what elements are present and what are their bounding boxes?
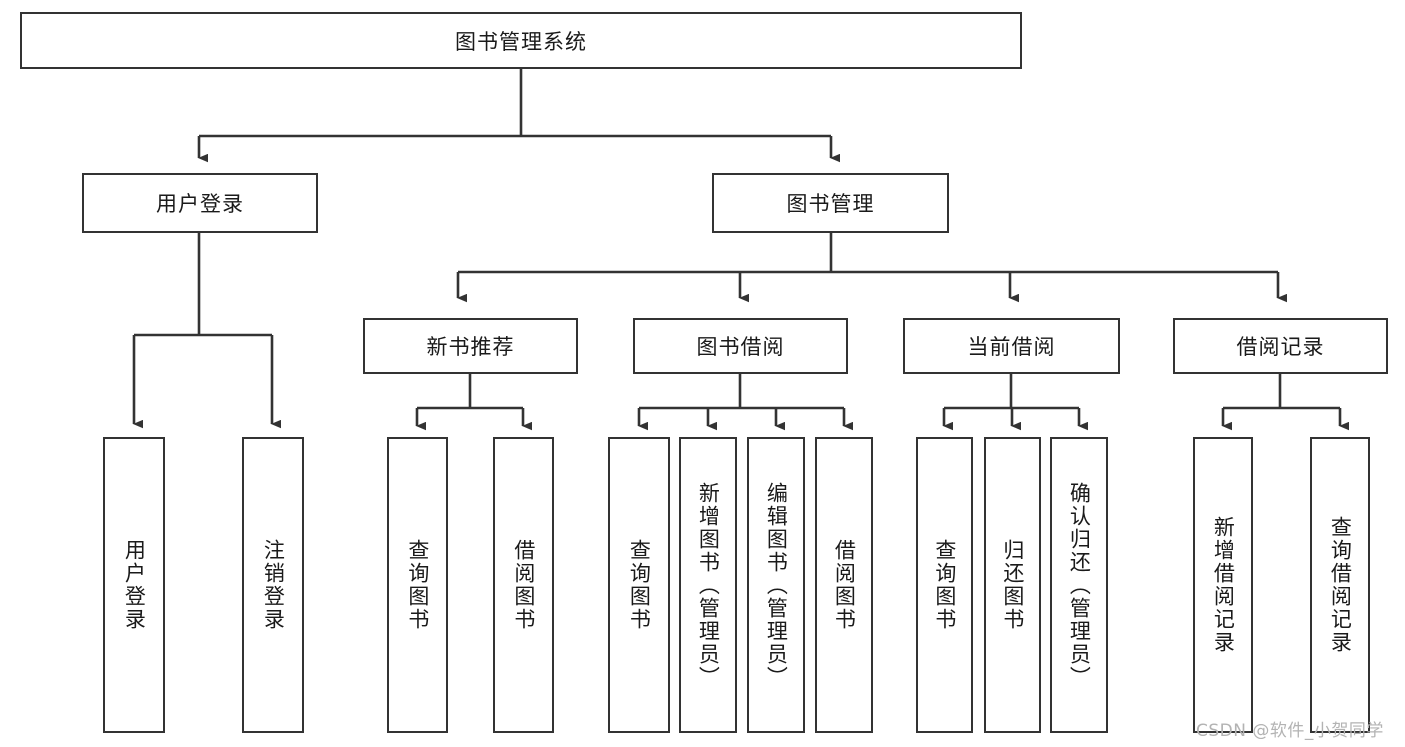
node-leaf-query-book-current[interactable]: 查询图书	[916, 437, 973, 733]
node-leaf-query-borrow-record-label: 查询借阅记录	[1328, 516, 1353, 654]
node-book-management[interactable]: 图书管理	[712, 173, 949, 233]
node-leaf-query-book-current-label: 查询图书	[932, 539, 957, 631]
node-current-borrow-label: 当前借阅	[967, 335, 1056, 359]
node-book-borrow[interactable]: 图书借阅	[633, 318, 848, 374]
node-leaf-borrow-book-label: 借阅图书	[832, 539, 857, 631]
node-leaf-add-book-admin-label: 新增图书（管理员）	[696, 481, 721, 689]
node-book-borrow-label: 图书借阅	[696, 335, 785, 359]
node-user-login-label: 用户登录	[156, 192, 244, 216]
node-leaf-query-borrow-record[interactable]: 查询借阅记录	[1310, 437, 1370, 733]
node-leaf-edit-book-admin[interactable]: 编辑图书（管理员）	[747, 437, 805, 733]
node-leaf-user-login-label: 用户登录	[122, 539, 147, 631]
node-book-management-label: 图书管理	[786, 192, 875, 216]
node-leaf-query-book[interactable]: 查询图书	[608, 437, 670, 733]
node-borrow-record[interactable]: 借阅记录	[1173, 318, 1388, 374]
node-leaf-add-borrow-record[interactable]: 新增借阅记录	[1193, 437, 1253, 733]
node-new-book-recommend-label: 新书推荐	[426, 335, 515, 359]
node-leaf-user-login[interactable]: 用户登录	[103, 437, 165, 733]
node-leaf-borrow-book-recommend-label: 借阅图书	[511, 539, 536, 631]
node-leaf-confirm-return-admin-label: 确认归还（管理员）	[1067, 481, 1092, 689]
node-current-borrow[interactable]: 当前借阅	[903, 318, 1120, 374]
node-root[interactable]: 图书管理系统	[20, 12, 1022, 69]
node-leaf-logout-label: 注销登录	[261, 539, 286, 631]
node-leaf-borrow-book-recommend[interactable]: 借阅图书	[493, 437, 554, 733]
node-borrow-record-label: 借阅记录	[1236, 335, 1325, 359]
node-root-label: 图书管理系统	[455, 29, 587, 54]
csdn-watermark: CSDN @软件_小贺同学	[1196, 721, 1384, 741]
node-leaf-return-book-label: 归还图书	[1000, 539, 1025, 631]
node-leaf-query-book-label: 查询图书	[627, 539, 652, 631]
node-leaf-query-book-recommend-label: 查询图书	[405, 539, 430, 631]
node-leaf-borrow-book[interactable]: 借阅图书	[815, 437, 873, 733]
node-leaf-logout[interactable]: 注销登录	[242, 437, 304, 733]
node-leaf-return-book[interactable]: 归还图书	[984, 437, 1041, 733]
node-leaf-add-book-admin[interactable]: 新增图书（管理员）	[679, 437, 737, 733]
node-leaf-query-book-recommend[interactable]: 查询图书	[387, 437, 448, 733]
node-leaf-confirm-return-admin[interactable]: 确认归还（管理员）	[1050, 437, 1108, 733]
node-leaf-edit-book-admin-label: 编辑图书（管理员）	[764, 481, 789, 689]
node-user-login[interactable]: 用户登录	[82, 173, 318, 233]
node-new-book-recommend[interactable]: 新书推荐	[363, 318, 578, 374]
node-leaf-add-borrow-record-label: 新增借阅记录	[1211, 516, 1236, 654]
